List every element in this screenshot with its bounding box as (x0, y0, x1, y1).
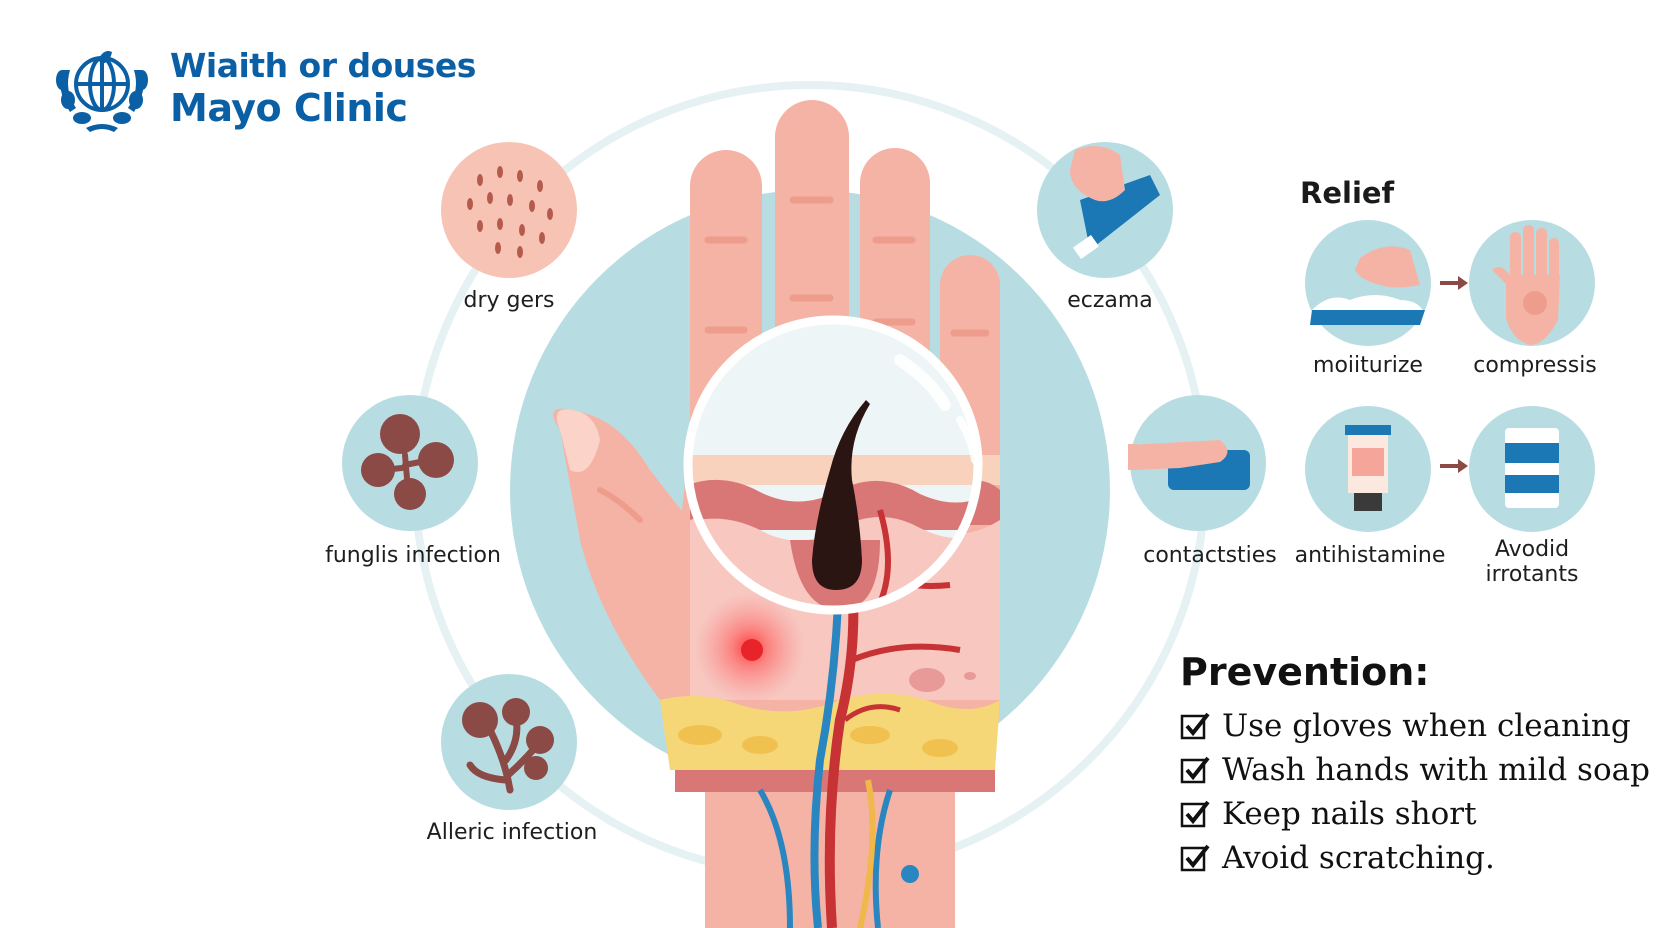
hand-contact-icon (1128, 395, 1266, 531)
brand-header: Wiaith or douses Mayo Clinic (48, 40, 476, 136)
hand-cream-tube-icon (1037, 142, 1173, 278)
moisturizer-cream-icon (1305, 220, 1431, 346)
prevention-item: Wash hands with mild soap (1180, 748, 1650, 792)
checkbox-checked-icon (1180, 844, 1210, 872)
allergen-branch-icon (441, 674, 577, 810)
arrow-right-icon (1440, 276, 1468, 290)
checkbox-checked-icon (1180, 712, 1210, 740)
checkbox-checked-icon (1180, 800, 1210, 828)
cause-label-eczema: eczama (1067, 288, 1153, 313)
un-emblem-icon (56, 51, 148, 132)
prevention-title: Prevention: (1180, 650, 1430, 694)
relief-title: Relief (1300, 176, 1395, 210)
prevention-item-text: Wash hands with mild soap (1222, 752, 1650, 788)
brand-title: Wiaith or douses (170, 46, 476, 85)
relief-label-avoid-irritants: Avodid irrotants (1485, 537, 1579, 587)
dry-skin-dots-icon (441, 142, 577, 278)
prevention-item-text: Keep nails short (1222, 796, 1477, 832)
medicine-jar-icon (1469, 406, 1595, 532)
prevention-item: Keep nails short (1180, 792, 1650, 836)
prevention-list: Use gloves when cleaning Wash hands with… (1180, 704, 1650, 880)
relief-label-moisturize: moiiturize (1313, 353, 1423, 378)
relief-label-antihistamine: antihistamine (1294, 543, 1446, 568)
ointment-tube-icon (1305, 406, 1431, 532)
cause-label-dry: dry gers (463, 288, 555, 313)
cause-label-allergic: Alleric infection (426, 820, 598, 845)
fungus-spores-icon (342, 395, 478, 531)
prevention-item: Use gloves when cleaning (1180, 704, 1650, 748)
checkbox-checked-icon (1180, 756, 1210, 784)
hand-compress-icon (1469, 220, 1595, 346)
prevention-item-text: Use gloves when cleaning (1222, 708, 1631, 744)
cause-label-fungal: funglis infection (325, 543, 501, 568)
prevention-item: Avoid scratching. (1180, 836, 1650, 880)
brand-subtitle: Mayo Clinic (170, 86, 408, 130)
prevention-item-text: Avoid scratching. (1222, 840, 1495, 876)
arrow-right-icon (1440, 459, 1468, 473)
cause-label-contact: contactsties (1143, 543, 1277, 568)
relief-label-compress: compressis (1473, 353, 1597, 378)
prevention-section: Prevention: Use gloves when cleaning Was… (1180, 650, 1650, 880)
